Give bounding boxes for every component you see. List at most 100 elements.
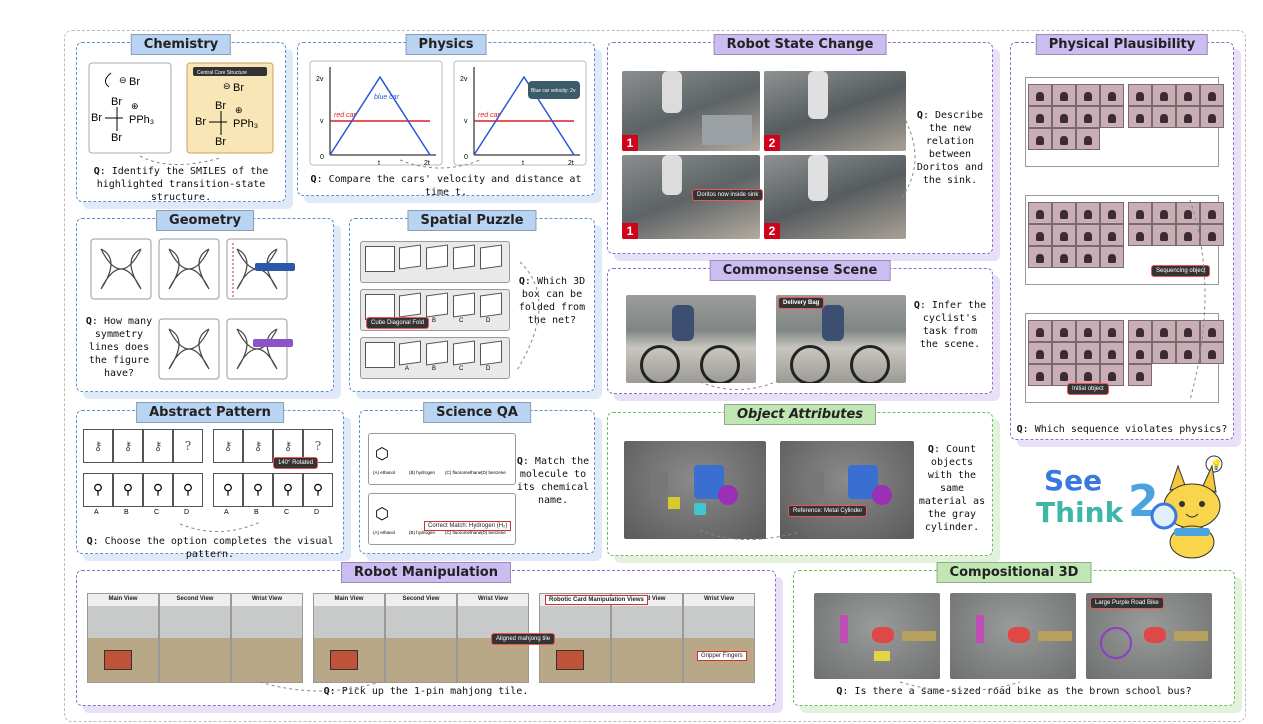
sequence-frame: [1100, 224, 1124, 246]
sequence-frame: [1052, 246, 1076, 268]
phys1-red: red car: [334, 112, 356, 119]
seethink-logo: See Think 2 💡: [1018, 454, 1238, 564]
cube-option-icon: [399, 340, 421, 366]
spatial-title: Spatial Puzzle: [407, 210, 537, 231]
abstract-option-label: D: [314, 509, 320, 516]
comp-render-3: Large Purple Road Bike: [1086, 593, 1212, 679]
science-row: ⬡(A) ethanol(B) hydrogen(C) fluoromethan…: [368, 433, 516, 485]
abstract-option-label: A: [94, 509, 99, 516]
manipulation-view: Second View: [611, 593, 683, 683]
sequence-frame: [1076, 224, 1100, 246]
molecule-icon: ⬡: [375, 504, 389, 523]
abstract-option-cell[interactable]: ⚲: [273, 473, 303, 507]
sequence-frame: [1128, 320, 1152, 342]
comp-render-1: [814, 593, 940, 679]
manipulation-question: Q: Pick up the 1-pin mahjong tile.: [323, 686, 529, 697]
manipulation-view: Wrist View: [683, 593, 755, 683]
abstract-options: ⚲A⚲B⚲C⚲D: [83, 473, 203, 525]
mascot-icon: 💡: [1150, 455, 1223, 559]
phys1-blue: blue car: [374, 94, 400, 101]
phys1-v: v: [320, 118, 324, 125]
attributes-title: Object Attributes: [723, 404, 877, 425]
chem-atom-1: Br: [129, 76, 140, 88]
chem-overlay-label: Central Core Structure: [197, 70, 247, 76]
spatial-rows: ABCDABCD: [360, 241, 510, 385]
science-figures: ⬡(A) ethanol(B) hydrogen(C) fluoromethan…: [368, 433, 516, 547]
sequence-frame: [1152, 106, 1176, 128]
sequence-frame: [1076, 246, 1100, 268]
abstract-unknown-cell: ?: [173, 429, 203, 463]
sequence-frame: [1152, 224, 1176, 246]
geometry-figure-outline: [236, 328, 278, 370]
manipulation-view-header: Wrist View: [477, 596, 509, 602]
physical-title: Physical Plausibility: [1035, 34, 1209, 55]
robot-frame-4-num: 2: [764, 223, 780, 239]
physics-panel: Physics 2v v 0 t 2t blue car red car 2v …: [297, 34, 595, 198]
physics-graph-1: 2v v 0 t 2t blue car red car: [309, 60, 443, 167]
abstract-option-label: C: [154, 509, 160, 516]
sequence-frame: [1100, 342, 1124, 364]
logo-think: Think: [1036, 496, 1124, 529]
phys2-callout: Blue car velocity: 2v: [531, 88, 576, 94]
robot-state-callout: Doritos now inside sink: [692, 189, 764, 201]
chem-atom-2: Br: [111, 96, 122, 108]
sequence-frame: [1200, 84, 1224, 106]
physics-question: Q: Compare the cars' velocity and distan…: [310, 174, 582, 198]
manipulation-view-header: Second View: [176, 596, 214, 602]
sequence-frame: [1100, 84, 1124, 106]
manip-callout-2: Robotic Card Manipulation Views: [545, 595, 648, 605]
geometry-figures: [90, 238, 295, 380]
science-title: Science QA: [423, 402, 531, 423]
compositional-title: Compositional 3D: [936, 562, 1092, 583]
abstract-option-cell[interactable]: ⚲: [303, 473, 333, 507]
phys2-2t: 2t: [568, 160, 574, 167]
commonsense-title: Commonsense Scene: [709, 260, 891, 281]
manipulation-view-header: Main View: [334, 596, 364, 602]
physical-sequence-1: [1025, 77, 1224, 167]
commonsense-callout: Delivery Bag: [778, 297, 825, 309]
attributes-render-2: Reference: Metal Cylinder: [780, 441, 914, 539]
cube-option-icon: [399, 292, 421, 318]
phys2-t: t: [522, 160, 524, 167]
geometry-figure-outline: [168, 328, 210, 370]
physical-panel: Physical Plausibility Sequencing object …: [1010, 34, 1234, 440]
robot-frame-1: 1: [622, 71, 760, 151]
abstract-title: Abstract Pattern: [136, 402, 284, 423]
phys2-v: v: [464, 118, 468, 125]
chemistry-panel: Chemistry Br ⊖ Br Br PPh₃ ⊕ Br Central C…: [76, 34, 286, 203]
cube-option-label: B: [432, 366, 437, 372]
abstract-option-cell[interactable]: ⚲: [243, 473, 273, 507]
science-question: Q: Match the molecule to its chemical na…: [516, 456, 590, 506]
robot-frame-1-num: 1: [622, 135, 638, 151]
abstract-option-cell[interactable]: ⚲: [213, 473, 243, 507]
physical-tag-1: Sequencing object: [1151, 265, 1211, 277]
sequence-frame: [1128, 224, 1152, 246]
abstract-question: Q: Choose the option completes the visua…: [86, 536, 334, 560]
abstract-option-cell[interactable]: ⚲: [173, 473, 203, 507]
abstract-option-cell[interactable]: ⚲: [113, 473, 143, 507]
sequence-frame: [1200, 320, 1224, 342]
commonsense-photo-1: [626, 295, 756, 383]
geometry-figure-outline: [168, 248, 210, 290]
cube-option-label: C: [459, 318, 464, 324]
cube-option-label: B: [432, 318, 437, 324]
sequence-frame: [1028, 202, 1052, 224]
chem-atom-6: Br: [233, 82, 244, 94]
spatial-panel: Spatial Puzzle ABCDABCD Cube Diagonal Fo…: [349, 210, 595, 392]
sequence-frame: [1052, 364, 1076, 386]
robot-frame-3-num: 1: [622, 223, 638, 239]
attributes-panel: Object Attributes Reference: Metal Cylin…: [607, 404, 993, 556]
sequence-frame: [1152, 342, 1176, 364]
science-option-label: (C) fluoromethane: [445, 530, 482, 535]
abstract-panel: Abstract Pattern ⚷⚷⚷?⚲A⚲B⚲C⚲D⚷⚷⚷?⚲A⚲B⚲C⚲…: [76, 402, 344, 560]
phys1-t: t: [378, 160, 380, 167]
sequence-frame: [1052, 342, 1076, 364]
cube-option-label: C: [459, 366, 464, 372]
abstract-option-cell[interactable]: ⚲: [143, 473, 173, 507]
commonsense-panel: Commonsense Scene Delivery Bag Q: Infer …: [607, 260, 993, 394]
chemistry-question: Q: Identify the SMILES of the highlighte…: [93, 166, 269, 203]
manipulation-view-header: Wrist View: [703, 596, 735, 602]
comp-render-2: [950, 593, 1076, 679]
abstract-option-cell[interactable]: ⚲: [83, 473, 113, 507]
